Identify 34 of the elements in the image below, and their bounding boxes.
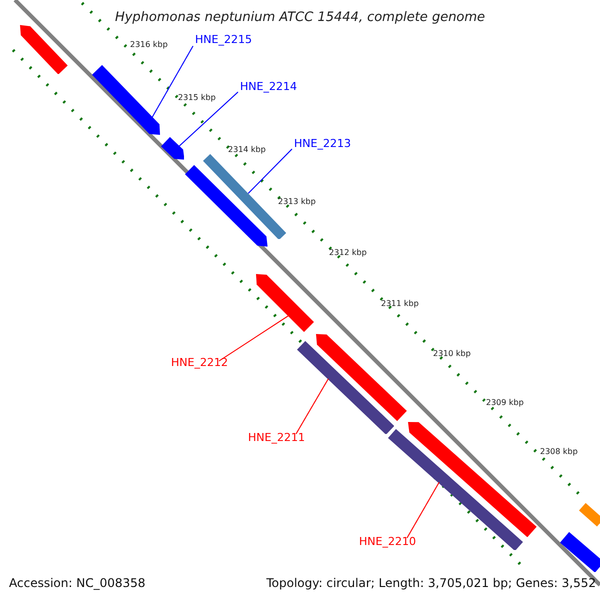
gene-label: HNE_2211 <box>248 431 305 445</box>
position-label: 2308 kbp <box>540 447 578 457</box>
position-label: 2315 kbp <box>178 93 216 103</box>
title: Hyphomonas neptunium ATCC 15444, complete genome <box>114 9 486 27</box>
gene-feature <box>316 334 407 422</box>
gene-feature <box>408 422 537 538</box>
leader-line <box>178 92 238 148</box>
leader-line <box>152 46 194 118</box>
gene-feature <box>296 340 394 434</box>
position-label: 2312 kbp <box>329 248 367 258</box>
position-label: 2310 kbp <box>433 349 471 359</box>
leader-line <box>296 378 329 434</box>
genome-info-text: Topology: circular; Length: 3,705,021 bp; Genes: 3,552 <box>266 575 596 592</box>
gene-feature <box>185 165 268 247</box>
gene-label: HNE_2212 <box>171 356 228 370</box>
position-label: 2311 kbp <box>381 299 419 309</box>
gene-feature <box>256 274 314 332</box>
leader-line <box>406 482 440 538</box>
gene-label: HNE_2210 <box>359 535 416 549</box>
position-label: 2309 kbp <box>486 398 524 408</box>
leader-line <box>248 148 292 194</box>
leader-line <box>218 315 289 362</box>
position-label: 2313 kbp <box>278 197 316 207</box>
accession-text: Accession: NC_008358 <box>9 575 146 592</box>
gene-feature <box>92 65 160 135</box>
position-label: 2314 kbp <box>228 145 266 155</box>
gene-feature <box>160 137 184 160</box>
gene-label: HNE_2214 <box>240 80 297 94</box>
gene-feature <box>560 532 600 572</box>
gene-label: HNE_2213 <box>294 137 351 151</box>
position-label: 2316 kbp <box>130 40 168 50</box>
gene-feature <box>20 25 68 74</box>
gene-feature <box>578 503 600 527</box>
gene-label: HNE_2215 <box>195 33 252 47</box>
